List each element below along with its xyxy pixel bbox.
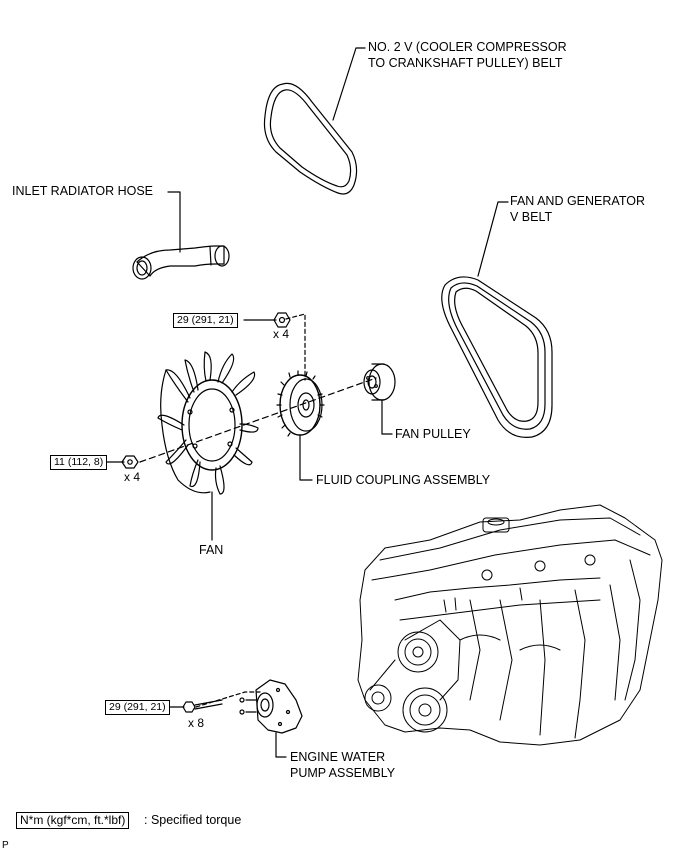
inlet-radiator-hose-drawing [132, 245, 230, 280]
no2-belt-leader [332, 47, 366, 121]
inlet-hose-leader [167, 191, 181, 253]
label-fluid-coupling-assembly: FLUID COUPLING ASSEMBLY [316, 473, 491, 487]
fluid-coupling-leader [299, 434, 313, 481]
label-no2-v-belt-line1: NO. 2 V (COOLER COMPRESSOR [368, 40, 567, 54]
label-fan-pulley: FAN PULLEY [395, 427, 471, 441]
pump-bolt-drawing [182, 699, 223, 713]
engine-drawing [357, 504, 663, 746]
corner-mark: P [2, 840, 9, 851]
fan-belt-leader [477, 201, 509, 277]
label-fan: FAN [199, 543, 224, 557]
label-fan-generator-belt-line1: FAN AND GENERATOR [510, 194, 645, 208]
fan-nut-drawing [121, 455, 139, 469]
legend-unit-box: N*m (kgf*cm, ft.*lbf) [16, 812, 130, 829]
label-water-pump-line1: ENGINE WATER [290, 750, 386, 764]
label-no2-v-belt-line2: TO CRANKSHAFT PULLEY) BELT [368, 56, 563, 70]
fluid-coupling-drawing [276, 370, 325, 437]
fan-generator-belt-drawing [441, 276, 553, 438]
qty-coupling-nut: x 4 [273, 327, 290, 341]
legend-description: : Specified torque [144, 813, 242, 827]
qty-fan-nut: x 4 [124, 470, 141, 484]
torque-box-fan-nut: 11 (112, 8) [50, 455, 108, 470]
no2-v-belt-drawing [263, 82, 358, 195]
qty-pump-bolt: x 8 [188, 716, 205, 730]
label-inlet-radiator-hose: INLET RADIATOR HOSE [12, 184, 154, 198]
fan-drawing [157, 351, 259, 495]
coupling-nut-drawing [273, 312, 291, 328]
fan-pulley-leader [381, 399, 393, 435]
label-fan-generator-belt-line2: V BELT [510, 210, 553, 224]
torque-box-coupling-nut: 29 (291, 21) [173, 313, 238, 328]
label-water-pump-line2: PUMP ASSEMBLY [290, 766, 396, 780]
fan-pulley-drawing [363, 363, 396, 401]
water-pump-drawing [239, 679, 303, 734]
water-pump-leader [275, 732, 287, 758]
torque-box-pump-bolt: 29 (291, 21) [105, 700, 170, 715]
